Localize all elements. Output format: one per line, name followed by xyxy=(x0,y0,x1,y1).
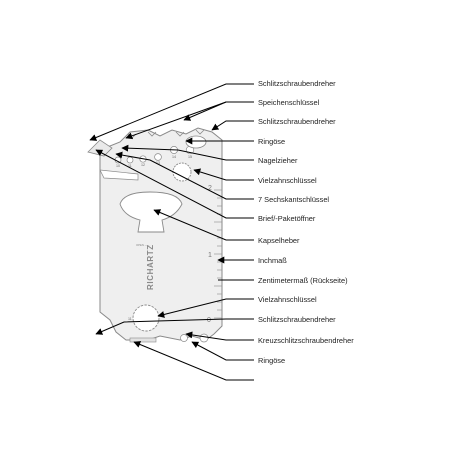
brand-logo: RICHARTZ xyxy=(146,244,155,290)
hex-size-15: 15 xyxy=(188,155,192,159)
bottom-slot-screwdriver xyxy=(129,337,157,343)
label-ring-eye-1: Ringöse xyxy=(258,137,286,146)
nail-puller-slot xyxy=(99,169,139,181)
arrow-16 xyxy=(133,341,254,381)
label-letter-opener: Brief/-Paketöffner xyxy=(258,214,316,223)
multitooth-lower xyxy=(132,304,160,332)
hex-size-10: 10 xyxy=(116,164,120,168)
label-phillips-screwdriver: Kreuzschlitzschraubendreher xyxy=(258,336,354,345)
arrow-12 xyxy=(157,298,254,318)
hex-size-11: 11 xyxy=(128,164,132,168)
arrow-9 xyxy=(153,209,254,241)
arrow-7 xyxy=(115,151,254,200)
hex-size-12: 12 xyxy=(141,163,145,167)
multitool-card: 10 11 12 13 14 15 OPEN ── · xyxy=(87,127,223,343)
inch-mark-2: 2 xyxy=(208,185,212,192)
multitooth-upper xyxy=(172,162,192,182)
arrow-13 xyxy=(95,318,254,335)
bottle-opener xyxy=(119,191,183,233)
label-hex-keys: 7 Sechskantschlüssel xyxy=(258,195,330,204)
label-bottle-opener: Kapselheber xyxy=(258,236,300,245)
opener-caption: OPEN ── · xyxy=(136,243,150,247)
ring-eye-top xyxy=(185,135,207,149)
ring-eye-bottom xyxy=(199,333,209,343)
arrow-8 xyxy=(95,149,254,219)
hex-size-13: 13 xyxy=(156,161,160,165)
label-multitooth-wrench-1: Vielzahnschlüssel xyxy=(258,176,317,185)
label-cm-scale: Zentimetermaß (Rückseite) xyxy=(258,276,348,285)
phillips-tip xyxy=(180,334,188,342)
arrow-14 xyxy=(185,331,254,341)
arrow-1 xyxy=(89,83,254,141)
label-slot-screwdriver-1: Schlitzschraubendreher xyxy=(258,79,336,88)
arrow-15 xyxy=(191,341,254,361)
hex-size-14: 14 xyxy=(172,155,176,159)
arrow-6 xyxy=(193,168,254,181)
label-multitooth-wrench-2: Vielzahnschlüssel xyxy=(258,295,317,304)
label-slot-screwdriver-2: Schlitzschraubendreher xyxy=(258,117,336,126)
label-slot-screwdriver-3: Schlitzschraubendreher xyxy=(258,315,336,324)
leader-lines xyxy=(89,83,254,381)
inch-mark-0: 0 xyxy=(207,317,211,324)
inch-mark-1: 1 xyxy=(208,252,212,259)
arrow-5 xyxy=(121,144,254,161)
label-inch-scale: Inchmaß xyxy=(258,256,287,265)
lower-size-11: 11 xyxy=(128,317,132,321)
label-ring-eye-2: Ringöse xyxy=(258,356,286,365)
arrow-2b xyxy=(125,101,227,140)
label-spoke-wrench: Speichenschlüssel xyxy=(258,98,320,107)
arrow-3 xyxy=(211,120,254,131)
label-nail-puller: Nagelzieher xyxy=(258,156,298,165)
